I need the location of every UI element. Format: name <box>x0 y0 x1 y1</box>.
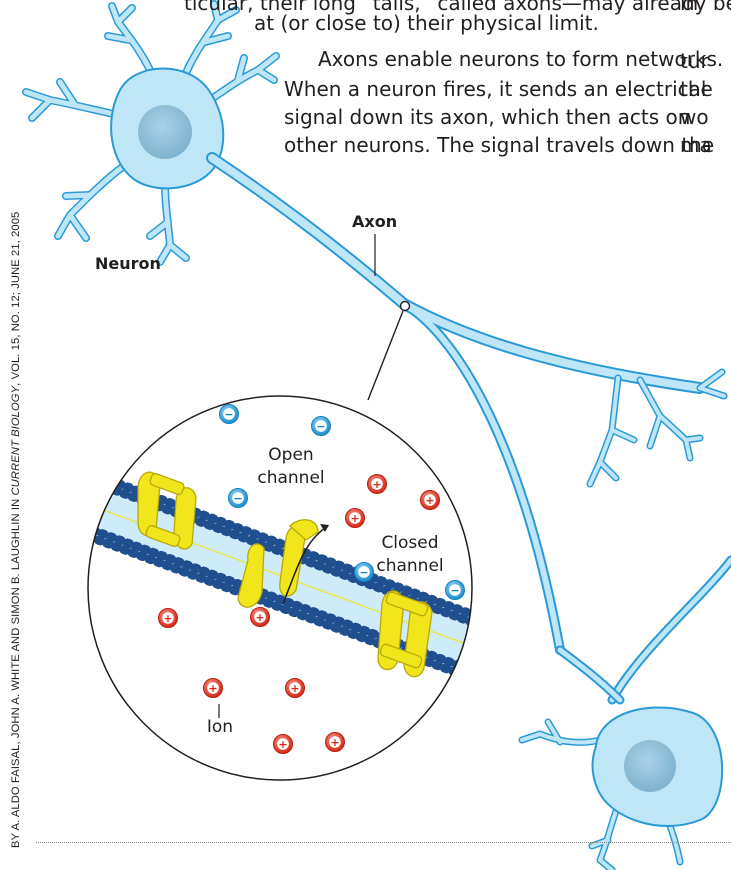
credit-suffix: , VOL. 15, NO. 12; JUNE 21, 2005 <box>10 212 22 386</box>
article-line-2: at (or close to) their physical limit. <box>254 8 599 38</box>
article-line-4: When a neuron fires, it sends an electri… <box>284 74 706 104</box>
negative-ion: − <box>312 417 331 436</box>
positive-ion: + <box>346 509 365 528</box>
open-channel-label-line-2: channel <box>256 467 326 490</box>
right-column-fragment-2: tur <box>680 46 709 76</box>
ion-sign: − <box>316 420 325 433</box>
positive-ion: + <box>159 609 178 628</box>
closed-channel-label-line-2: channel <box>372 555 448 578</box>
ion-sign: − <box>224 408 233 421</box>
negative-ion: − <box>220 405 239 424</box>
positive-ion: + <box>326 733 345 752</box>
ion-sign: − <box>450 584 459 597</box>
neuron-top <box>26 4 276 262</box>
ion-sign: + <box>330 736 339 749</box>
magnifier-callout <box>368 302 410 401</box>
negative-ion: − <box>446 581 465 600</box>
article-line-6: other neurons. The signal travels down t… <box>284 130 714 160</box>
positive-ion: + <box>274 735 293 754</box>
credit-prefix: BY A. ALDO FAISAL, JOHN A. WHITE AND SIM… <box>10 496 22 849</box>
positive-ion: + <box>251 608 270 627</box>
article-line-5: signal down its axon, which then acts on <box>284 102 690 132</box>
right-column-fragment-3: the <box>680 74 713 104</box>
negative-ion: − <box>355 563 374 582</box>
right-column-fragment-1: in <box>680 0 698 18</box>
closed-channel-label: Closed channel <box>372 532 448 578</box>
positive-ion: + <box>421 491 440 510</box>
article-line-3: Axons enable neurons to form networks. <box>318 44 723 74</box>
right-column-fragment-5: ma <box>680 130 712 160</box>
page-rule <box>36 842 731 843</box>
open-channel-label: Open channel <box>256 444 326 490</box>
ion-sign: + <box>350 512 359 525</box>
negative-ion: − <box>229 489 248 508</box>
right-column-fragment-4: wo <box>680 102 709 132</box>
ion-sign: − <box>233 492 242 505</box>
ion-sign: + <box>255 611 264 624</box>
open-channel-label-line-1: Open <box>256 444 326 467</box>
image-credit: BY A. ALDO FAISAL, JOHN A. WHITE AND SIM… <box>10 212 22 848</box>
closed-channel-label-line-1: Closed <box>372 532 448 555</box>
positive-ion: + <box>286 679 305 698</box>
ion-sign: + <box>163 612 172 625</box>
ion-sign: + <box>425 494 434 507</box>
ion-sign: + <box>278 738 287 751</box>
positive-ion: + <box>368 475 387 494</box>
ion-sign: − <box>359 566 368 579</box>
positive-ion: + <box>204 679 223 698</box>
axon-label: Axon <box>352 212 397 231</box>
credit-journal: CURRENT BIOLOGY <box>10 386 22 496</box>
neuron-label: Neuron <box>95 254 161 273</box>
neuron-bottom <box>522 707 722 870</box>
ion-label: Ion <box>200 716 240 739</box>
ion-sign: + <box>290 682 299 695</box>
ion-sign: + <box>208 682 217 695</box>
ion-sign: + <box>372 478 381 491</box>
